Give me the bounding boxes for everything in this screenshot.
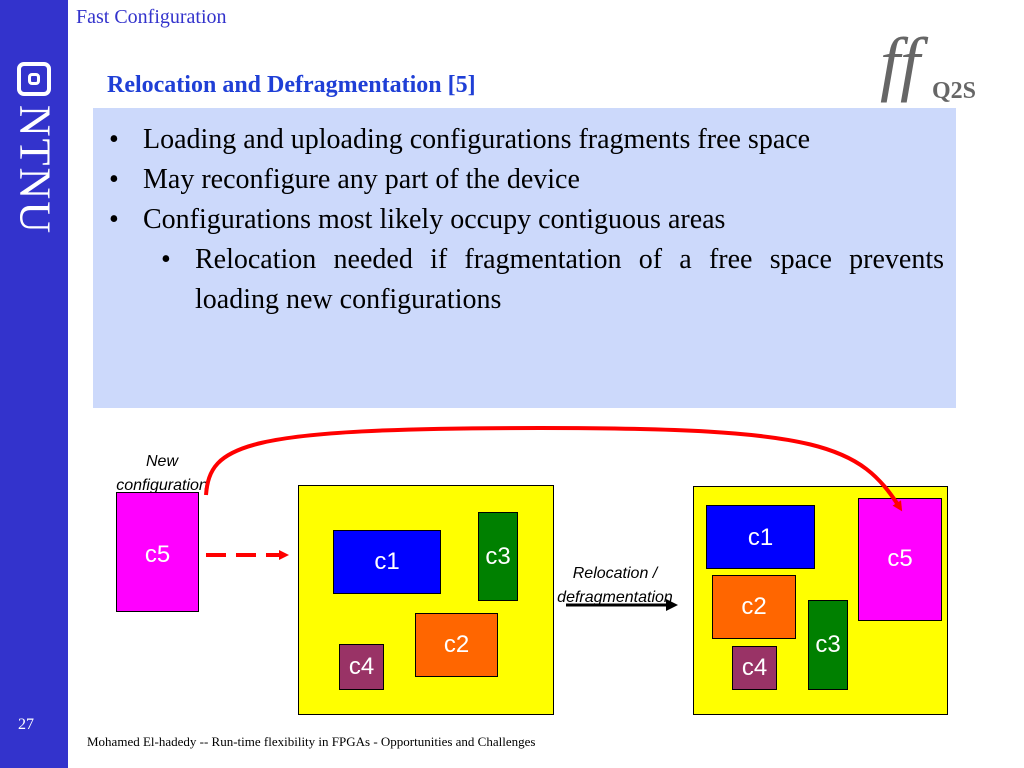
bullet-panel: Loading and uploading configurations fra…: [93, 108, 956, 408]
ntnu-logo-icon: [17, 62, 51, 96]
sidebar: NTNU 27: [0, 0, 68, 768]
block-c2: c2: [415, 613, 498, 677]
new-configuration-label: New configuration: [116, 453, 208, 494]
block-c2: c2: [712, 575, 796, 639]
block-c1: c1: [706, 505, 815, 569]
fpga-after: c1 c5 c2 c3 c4: [693, 486, 948, 715]
block-c5: c5: [858, 498, 942, 621]
q2s-mark-icon: ff: [880, 23, 921, 103]
section-title: Fast Configuration: [76, 6, 227, 28]
bullet-item: Loading and uploading configurations fra…: [105, 120, 944, 160]
footer-text: Mohamed El-hadedy -- Run-time flexibilit…: [87, 734, 536, 749]
new-block-c5: c5: [116, 492, 199, 612]
block-c3: c3: [478, 512, 518, 601]
sub-bullet-item: Relocation needed if fragmentation of a …: [157, 240, 944, 320]
bullet-item: May reconfigure any part of the device: [105, 160, 944, 200]
q2s-logo: ff Q2S: [872, 23, 992, 110]
block-c4: c4: [339, 644, 384, 690]
fpga-before: c1 c3 c2 c4: [298, 485, 554, 715]
block-c3: c3: [808, 600, 848, 690]
block-c1: c1: [333, 530, 441, 594]
relocation-curve-arrow: [204, 425, 903, 512]
relocation-label: Relocation / defragmentation: [557, 565, 673, 606]
bullet-item: Configurations most likely occupy contig…: [105, 200, 944, 240]
block-c4: c4: [732, 646, 777, 690]
page-number: 27: [18, 716, 34, 733]
q2s-label: Q2S: [932, 78, 977, 104]
slide-title: Relocation and Defragmentation [5]: [107, 72, 476, 98]
